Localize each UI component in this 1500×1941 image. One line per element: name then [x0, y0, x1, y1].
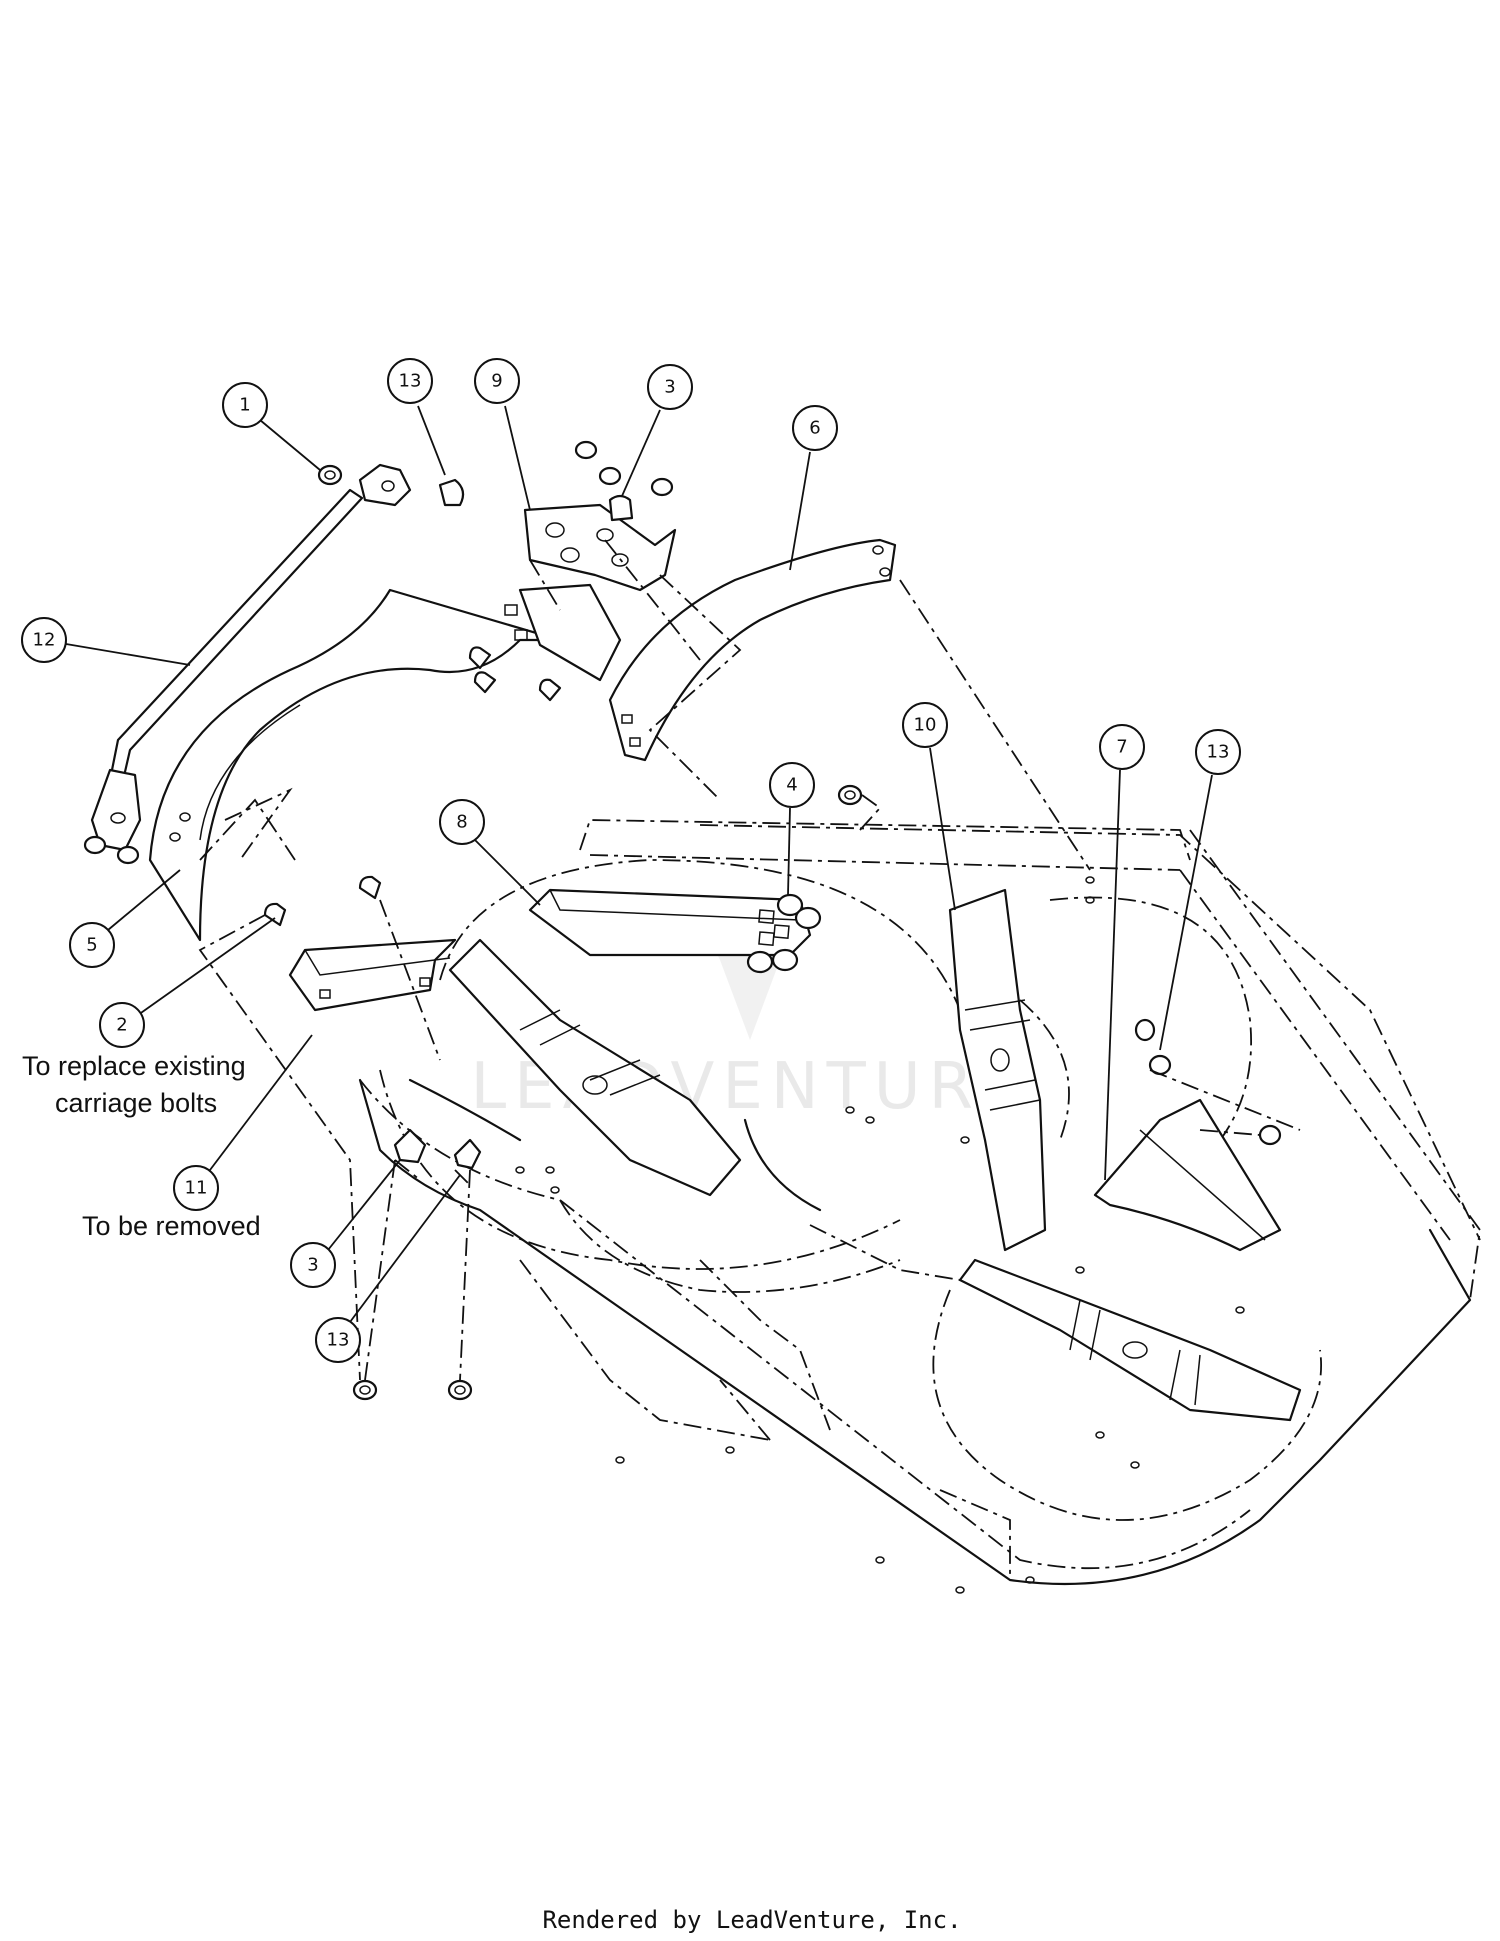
callout-4: 4: [769, 762, 815, 896]
note-removed: To be removed: [82, 1211, 261, 1241]
svg-text:13: 13: [399, 371, 422, 392]
part-5-shield: [148, 588, 562, 942]
part-9-bracket: [468, 440, 677, 702]
svg-text:13: 13: [327, 1330, 350, 1351]
svg-text:13: 13: [1207, 742, 1230, 763]
callout-13-bottom: 13: [315, 1174, 461, 1363]
callout-11: 11: [173, 1034, 313, 1211]
svg-text:8: 8: [456, 812, 467, 833]
svg-text:4: 4: [786, 775, 797, 796]
front-right-blade: [958, 1258, 1302, 1422]
svg-text:1: 1: [239, 395, 250, 416]
svg-text:3: 3: [307, 1255, 318, 1276]
right-rear-blade: [948, 888, 1047, 1252]
svg-text:9: 9: [491, 371, 502, 392]
mower-deck: [358, 819, 1481, 1594]
callout-3-top: 3: [621, 364, 693, 497]
explode-lines: [198, 539, 1301, 1381]
note-replace-line2: carriage bolts: [55, 1088, 217, 1118]
callout-12: 12: [21, 617, 191, 666]
part-6-shield: [608, 538, 897, 762]
callout-3-bottom: 3: [290, 1159, 401, 1288]
svg-text:11: 11: [185, 1178, 208, 1199]
left-blade: [448, 938, 742, 1197]
callout-9: 9: [474, 358, 531, 511]
callout-2: 2: [99, 917, 276, 1048]
callout-1: 1: [222, 382, 321, 471]
svg-text:7: 7: [1116, 737, 1127, 758]
callout-13-top: 13: [387, 358, 446, 476]
lower-left-hardware: [352, 1018, 1156, 1401]
callout-6: 6: [789, 405, 838, 571]
svg-text:6: 6: [809, 418, 820, 439]
part-8-plate: [528, 888, 812, 957]
callout-5: 5: [69, 869, 181, 968]
callout-7: 7: [1099, 724, 1145, 1181]
note-replace-line1: To replace existing: [22, 1051, 246, 1081]
part-12-rod: [83, 463, 465, 865]
part-4-hardware: [746, 784, 882, 974]
footer-credit: Rendered by LeadVenture, Inc.: [542, 1906, 961, 1934]
svg-text:2: 2: [116, 1015, 127, 1036]
part-11-bracket: [263, 875, 457, 1012]
svg-text:10: 10: [914, 715, 937, 736]
callout-13-right: 13: [1159, 729, 1241, 1051]
svg-text:5: 5: [86, 935, 97, 956]
callout-10: 10: [902, 702, 956, 911]
svg-text:3: 3: [664, 377, 675, 398]
callout-8: 8: [439, 799, 541, 906]
svg-text:12: 12: [33, 630, 56, 651]
